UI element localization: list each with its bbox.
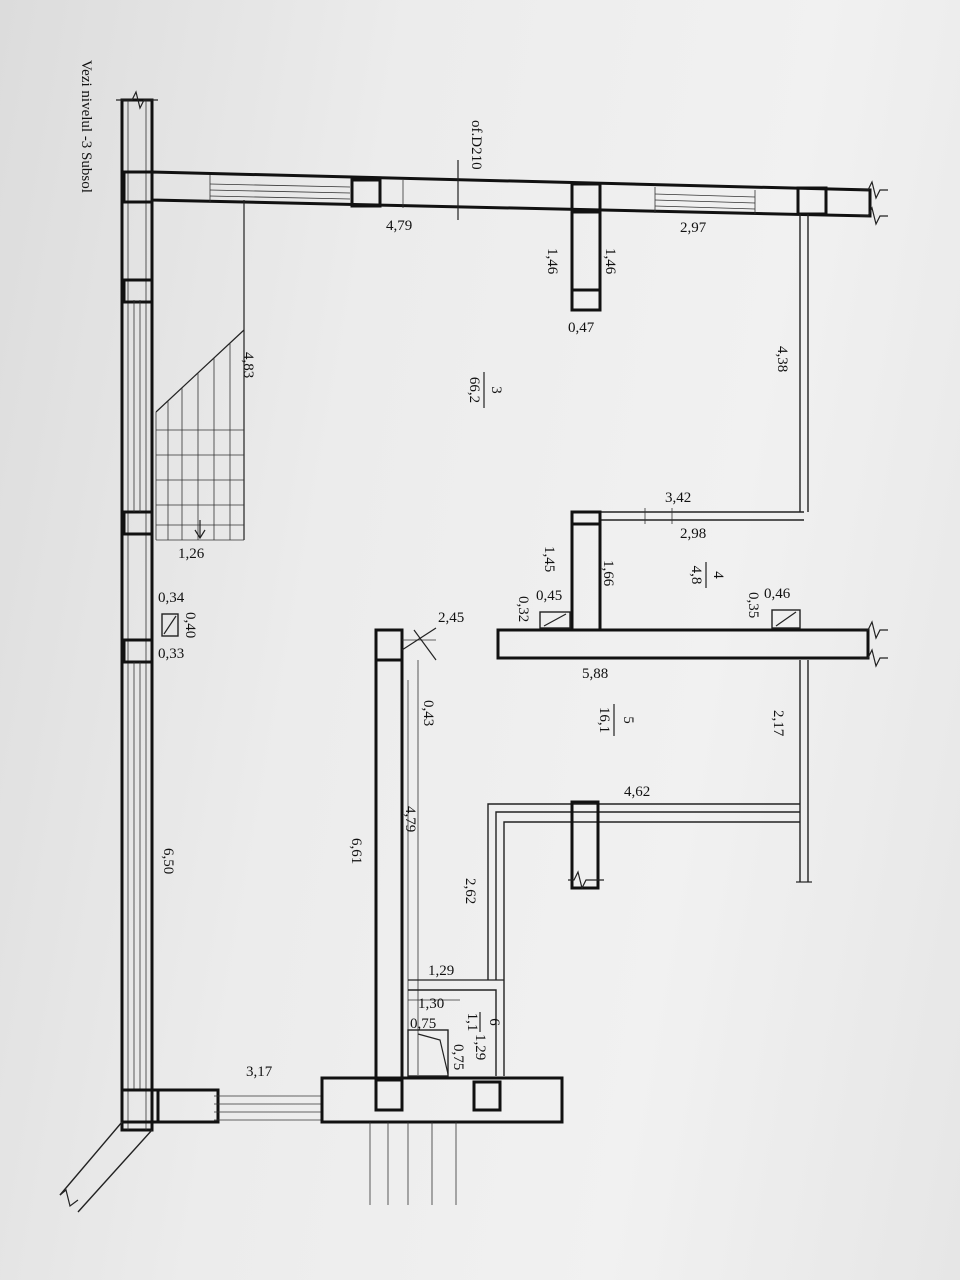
svg-text:1,1: 1,1 [464, 1013, 480, 1032]
svg-text:4,8: 4,8 [688, 566, 704, 585]
dim-6-61: 6,61 [348, 838, 364, 864]
dim-6-50: 6,50 [160, 848, 176, 874]
svg-text:16,1: 16,1 [596, 707, 612, 733]
room-label-4: 4 4,8 [688, 562, 726, 588]
dim-1-46-a: 1,46 [544, 248, 560, 275]
dim-1-30: 1,30 [418, 996, 444, 1012]
right-partition [796, 214, 812, 883]
central-wall [374, 627, 437, 1112]
dim-4-83: 4,83 [240, 352, 256, 378]
dim-0-46: 0,46 [764, 586, 791, 602]
room-label-3: 3 66,2 [466, 372, 504, 408]
dim-0-45: 0,45 [536, 588, 562, 604]
svg-text:6: 6 [486, 1018, 502, 1026]
room-4-walls [496, 508, 888, 668]
dim-0-43: 0,43 [420, 700, 436, 726]
room-6-walls [407, 989, 497, 1077]
room-label-5: 5 16,1 [596, 704, 636, 736]
dim-0-34: 0,34 [158, 590, 185, 606]
dim-4-79-mid: 4,79 [402, 806, 418, 832]
svg-text:66,2: 66,2 [466, 377, 482, 403]
dimension-labels: 4,79 2,97 1,46 1,46 0,47 4,38 4,83 1,26 … [158, 218, 791, 1080]
dim-4-38: 4,38 [774, 346, 790, 372]
dim-2-97: 2,97 [680, 220, 707, 236]
dim-5-88: 5,88 [582, 666, 608, 682]
left-exterior-wall [116, 90, 160, 1132]
bottom-exterior-wall [59, 1076, 564, 1213]
dim-2-45: 2,45 [438, 610, 464, 626]
dim-0-47: 0,47 [568, 320, 595, 336]
left-duct [161, 613, 179, 637]
top-exterior-wall [150, 160, 888, 226]
dim-0-40: 0,40 [182, 612, 198, 638]
svg-text:5: 5 [620, 716, 636, 724]
dim-1-26: 1,26 [178, 546, 205, 562]
staircase [155, 200, 245, 541]
dim-1-66: 1,66 [600, 560, 616, 587]
column-stub [570, 210, 602, 312]
dim-0-33: 0,33 [158, 646, 184, 662]
dim-1-46-b: 1,46 [602, 248, 618, 275]
dim-4-62: 4,62 [624, 784, 650, 800]
dim-1-29-a: 1,29 [428, 963, 454, 979]
room-label-6: 6 1,1 [464, 1012, 502, 1032]
dim-0-32: 0,32 [515, 596, 531, 622]
dim-3-42: 3,42 [665, 490, 691, 506]
dim-4-79-top: 4,79 [386, 218, 412, 234]
dim-2-98: 2,98 [680, 526, 706, 542]
sheet-note: Vezi nivelul -3 Subsol [78, 60, 94, 193]
dim-1-45: 1,45 [541, 546, 557, 572]
dim-2-62: 2,62 [462, 878, 478, 904]
dim-1-29-b: 1,29 [472, 1034, 488, 1060]
svg-text:4: 4 [710, 571, 726, 579]
dim-3-17: 3,17 [246, 1064, 273, 1080]
dim-2-17: 2,17 [770, 710, 786, 737]
dim-0-75-b: 0,75 [450, 1044, 466, 1070]
corridor-walls [408, 800, 800, 1076]
dim-0-75-a: 0,75 [410, 1016, 436, 1032]
sheet-ref: of.D210 [468, 120, 484, 170]
dim-0-35: 0,35 [745, 592, 761, 618]
svg-text:3: 3 [488, 386, 504, 394]
